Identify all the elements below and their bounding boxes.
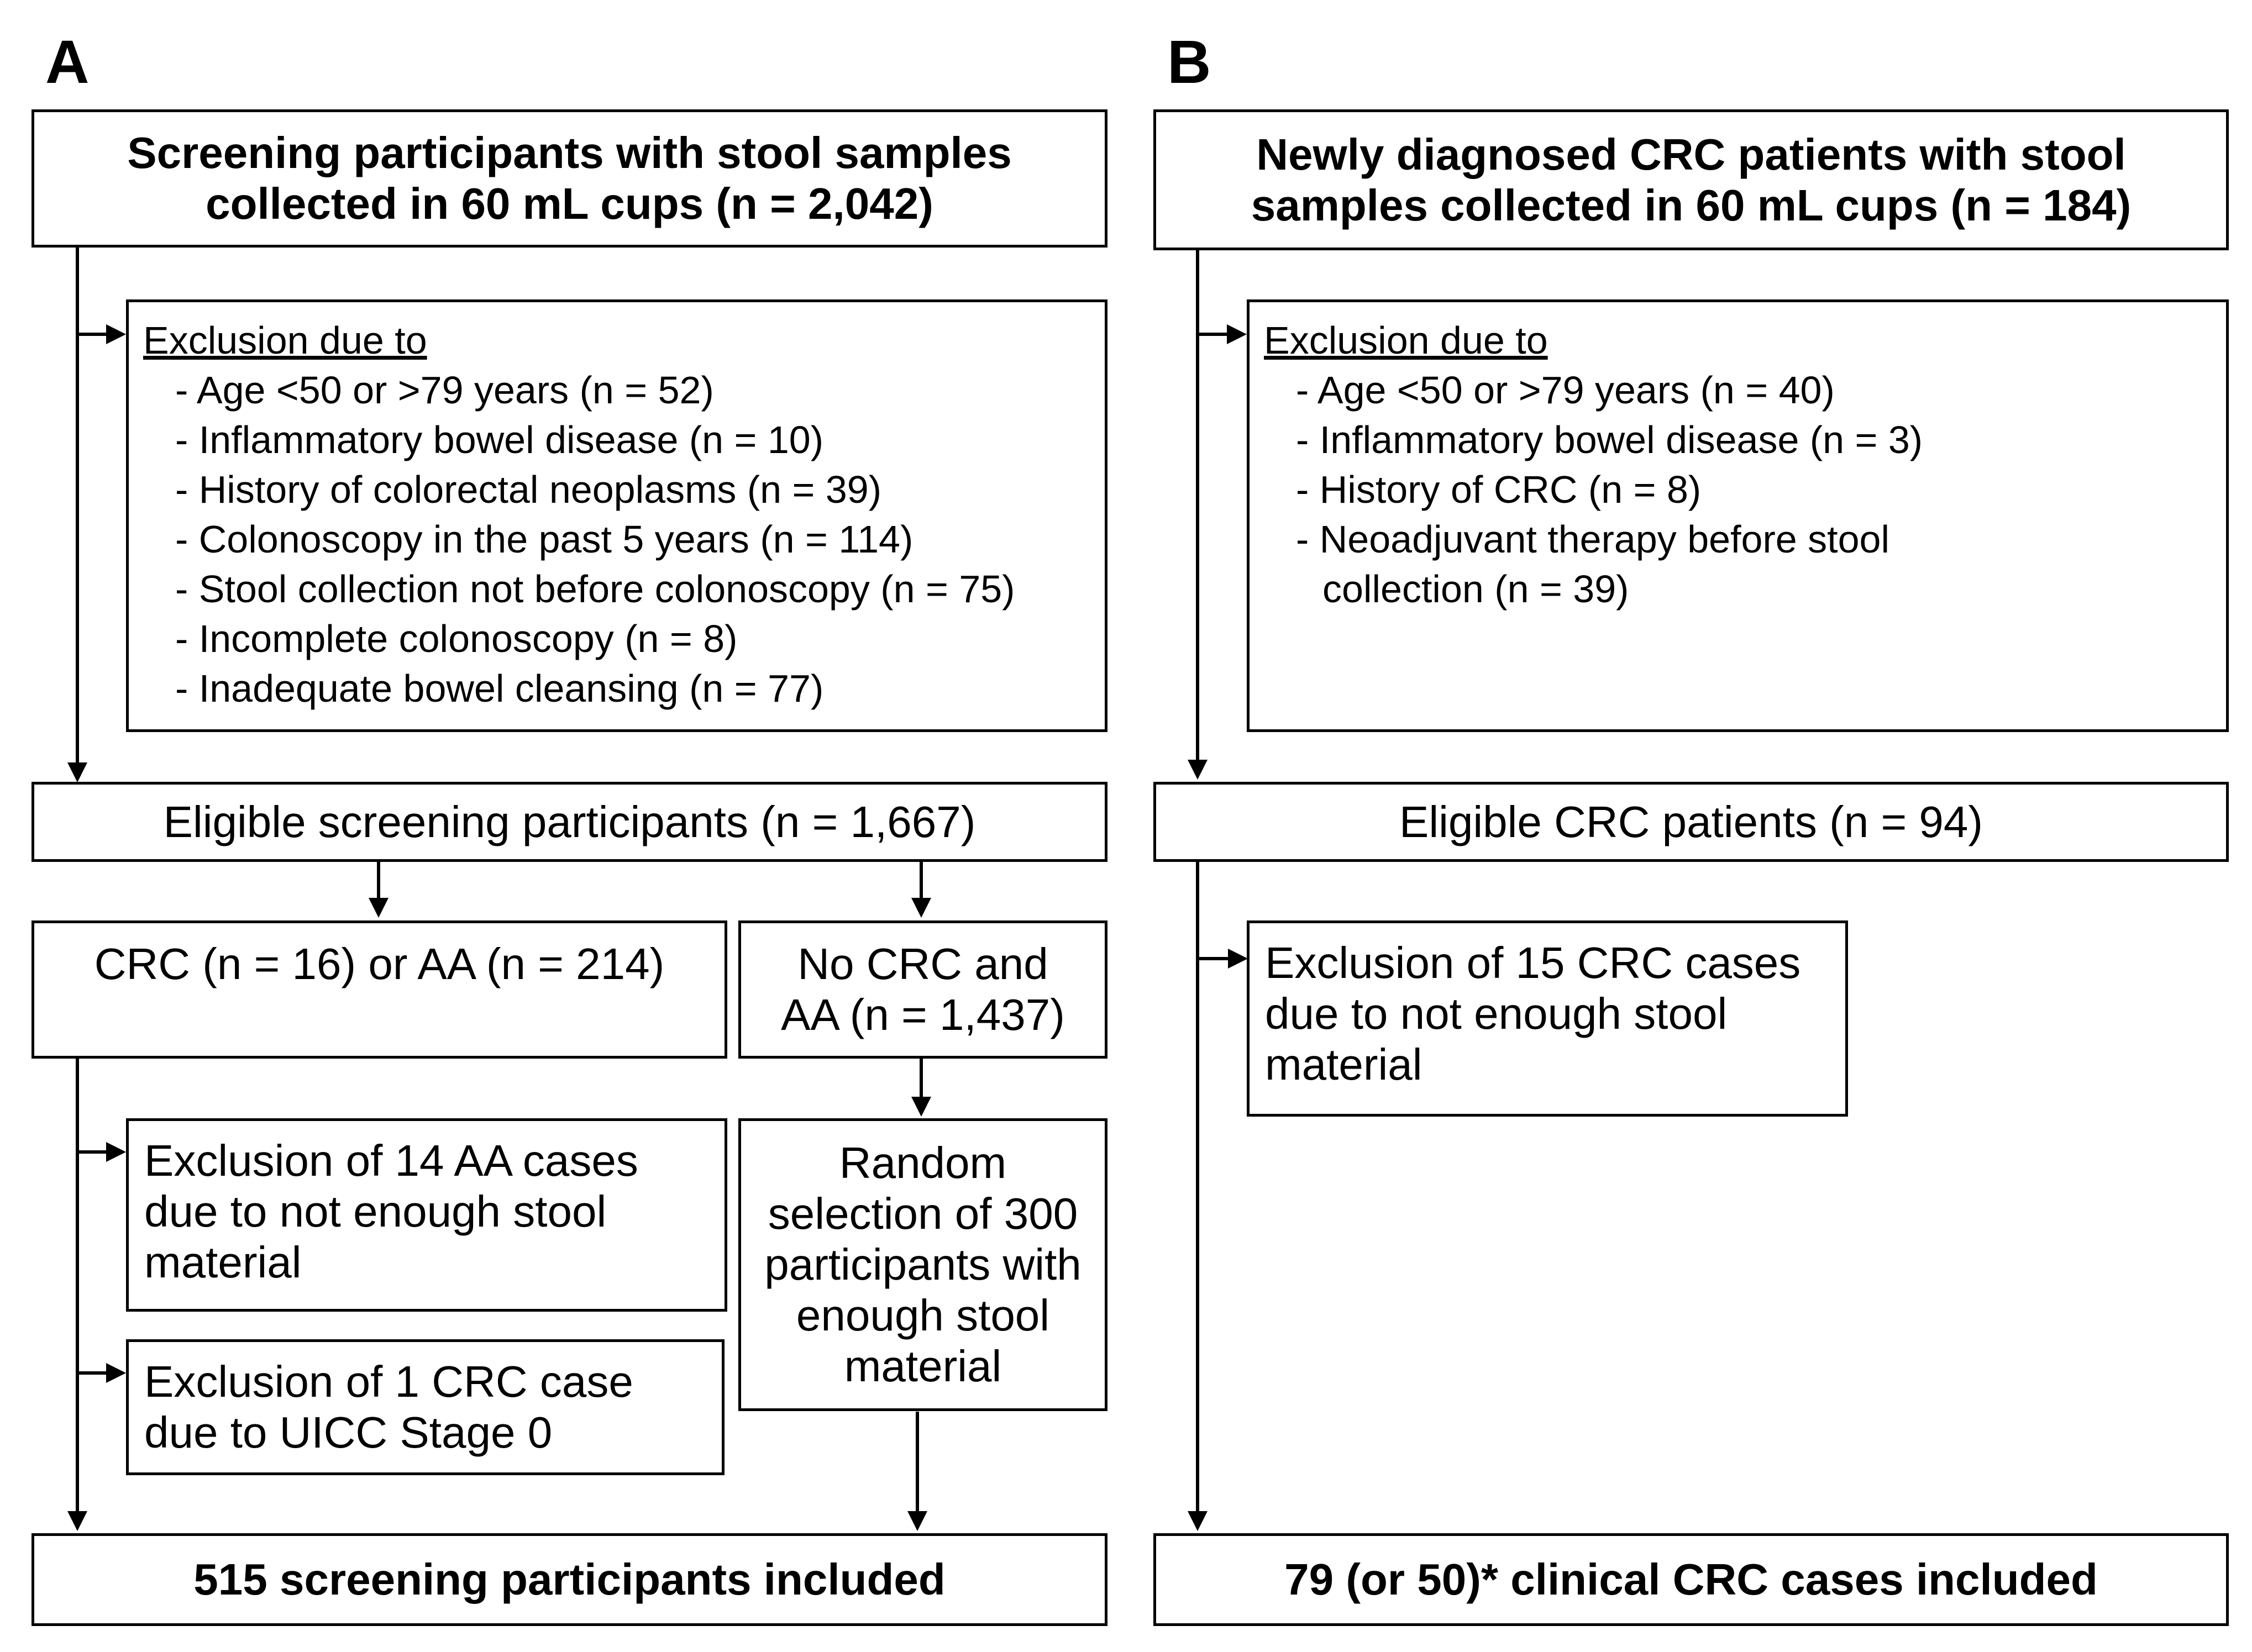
panel-label-b: B bbox=[1167, 28, 1211, 96]
screening-participants-box: Screening participants with stool sample… bbox=[32, 109, 1107, 248]
exclusion-item: - Age <50 or >79 years (n = 52) bbox=[175, 369, 714, 412]
random-line5: material bbox=[844, 1341, 1002, 1391]
included-crc-box: 79 (or 50)* clinical CRC cases included bbox=[1153, 1533, 2229, 1626]
screening-box-line1: Screening participants with stool sample… bbox=[127, 128, 1012, 177]
random-line2: selection of 300 bbox=[768, 1189, 1078, 1238]
crc-or-aa-box: CRC (n = 16) or AA (n = 214) bbox=[32, 920, 727, 1059]
crc-patients-line1: Newly diagnosed CRC patients with stool bbox=[1256, 129, 2126, 179]
exclusion-stool-box: Exclusion of 15 CRC cases due to not eno… bbox=[1247, 920, 1848, 1117]
crc-patients-box: Newly diagnosed CRC patients with stool … bbox=[1153, 109, 2229, 250]
exclusion-item: - Incomplete colonoscopy (n = 8) bbox=[175, 617, 738, 660]
eligible-screening-box: Eligible screening participants (n = 1,6… bbox=[32, 782, 1107, 862]
exclusion-item: - Stool collection not before colonoscop… bbox=[175, 567, 1015, 611]
exclusion-list-b: - Age <50 or >79 years (n = 40) - Inflam… bbox=[1264, 365, 2226, 614]
included-screening-box: 515 screening participants included bbox=[32, 1533, 1107, 1626]
no-crc-line1: No CRC and bbox=[797, 939, 1048, 988]
exclusion-item: - Inflammatory bowel disease (n = 3) bbox=[1296, 418, 1923, 461]
excl-stool-line1: Exclusion of 15 CRC cases bbox=[1265, 938, 1801, 987]
panel-label-a: A bbox=[45, 28, 90, 96]
excl-aa-line1: Exclusion of 14 AA cases bbox=[144, 1136, 638, 1185]
excl-stool-line2: due to not enough stool bbox=[1265, 989, 1728, 1038]
exclusion-item: - Age <50 or >79 years (n = 40) bbox=[1296, 369, 1835, 412]
exclusion-item: - History of colorectal neoplasms (n = 3… bbox=[175, 468, 882, 511]
exclusion-box-b: Exclusion due to - Age <50 or >79 years … bbox=[1247, 299, 2229, 732]
exclusion-heading-b: Exclusion due to bbox=[1264, 319, 1548, 362]
exclusion-item: - History of CRC (n = 8) bbox=[1296, 468, 1702, 511]
excl-stool-line3: material bbox=[1265, 1040, 1422, 1089]
random-selection-box: Random selection of 300 participants wit… bbox=[738, 1118, 1107, 1411]
exclusion-item: - Inflammatory bowel disease (n = 10) bbox=[175, 418, 824, 461]
exclusion-item: - Colonoscopy in the past 5 years (n = 1… bbox=[175, 518, 914, 561]
no-crc-aa-box: No CRC and AA (n = 1,437) bbox=[738, 920, 1107, 1059]
exclusion-box-a: Exclusion due to - Age <50 or >79 years … bbox=[126, 299, 1107, 732]
crc-patients-line2: samples collected in 60 mL cups (n = 184… bbox=[1251, 180, 2132, 230]
exclusion-crc-case-box: Exclusion of 1 CRC case due to UICC Stag… bbox=[126, 1339, 725, 1475]
exclusion-item: - Neoadjuvant therapy before stool bbox=[1296, 518, 1889, 561]
random-line1: Random bbox=[839, 1138, 1007, 1187]
exclusion-aa-cases-box: Exclusion of 14 AA cases due to not enou… bbox=[126, 1118, 727, 1312]
excl-crc-line2: due to UICC Stage 0 bbox=[144, 1408, 553, 1457]
random-line3: participants with bbox=[764, 1240, 1082, 1289]
exclusion-heading-a: Exclusion due to bbox=[143, 319, 427, 362]
excl-aa-line2: due to not enough stool bbox=[144, 1187, 607, 1236]
random-line4: enough stool bbox=[796, 1291, 1050, 1340]
exclusion-item: - Inadequate bowel cleansing (n = 77) bbox=[175, 667, 824, 710]
exclusion-list-a: - Age <50 or >79 years (n = 52) - Inflam… bbox=[143, 365, 1105, 713]
no-crc-line2: AA (n = 1,437) bbox=[781, 990, 1065, 1039]
screening-box-line2: collected in 60 mL cups (n = 2,042) bbox=[206, 179, 933, 228]
exclusion-item-continuation: collection (n = 39) bbox=[1322, 567, 1629, 611]
excl-aa-line3: material bbox=[144, 1238, 302, 1287]
eligible-crc-box: Eligible CRC patients (n = 94) bbox=[1153, 782, 2229, 862]
excl-crc-line1: Exclusion of 1 CRC case bbox=[144, 1357, 633, 1406]
